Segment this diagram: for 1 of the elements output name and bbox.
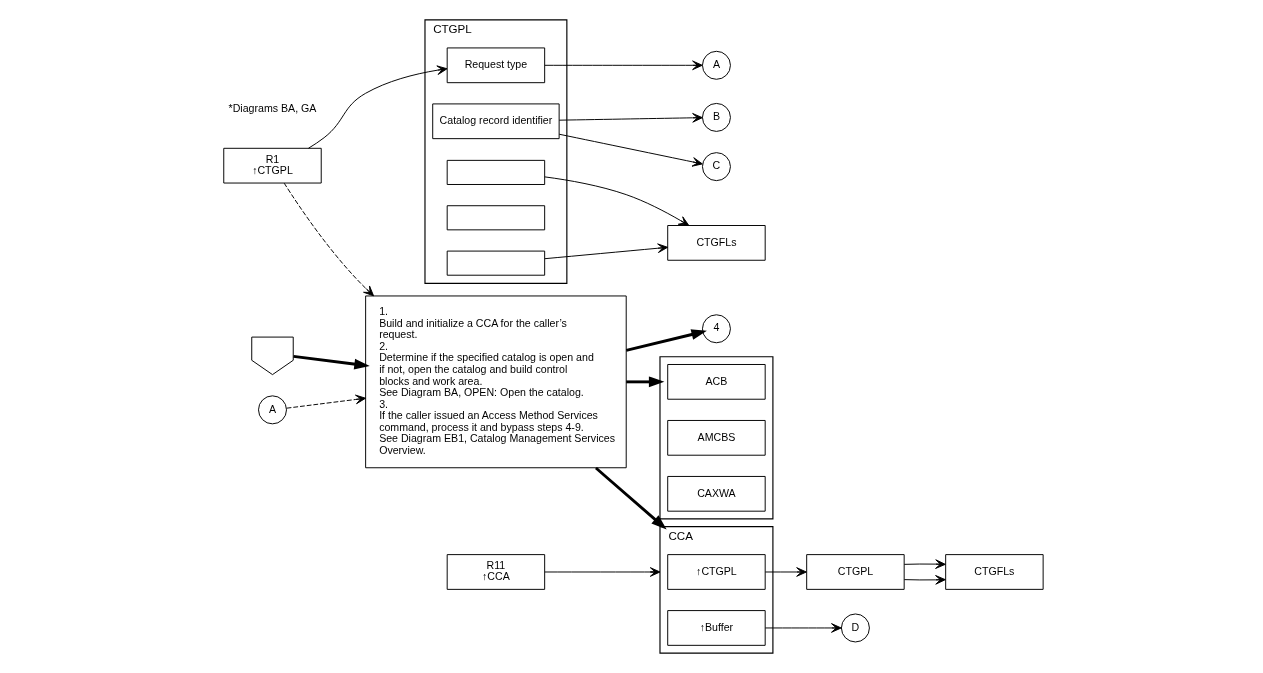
- label: *Diagrams BA, GA: [228, 102, 316, 115]
